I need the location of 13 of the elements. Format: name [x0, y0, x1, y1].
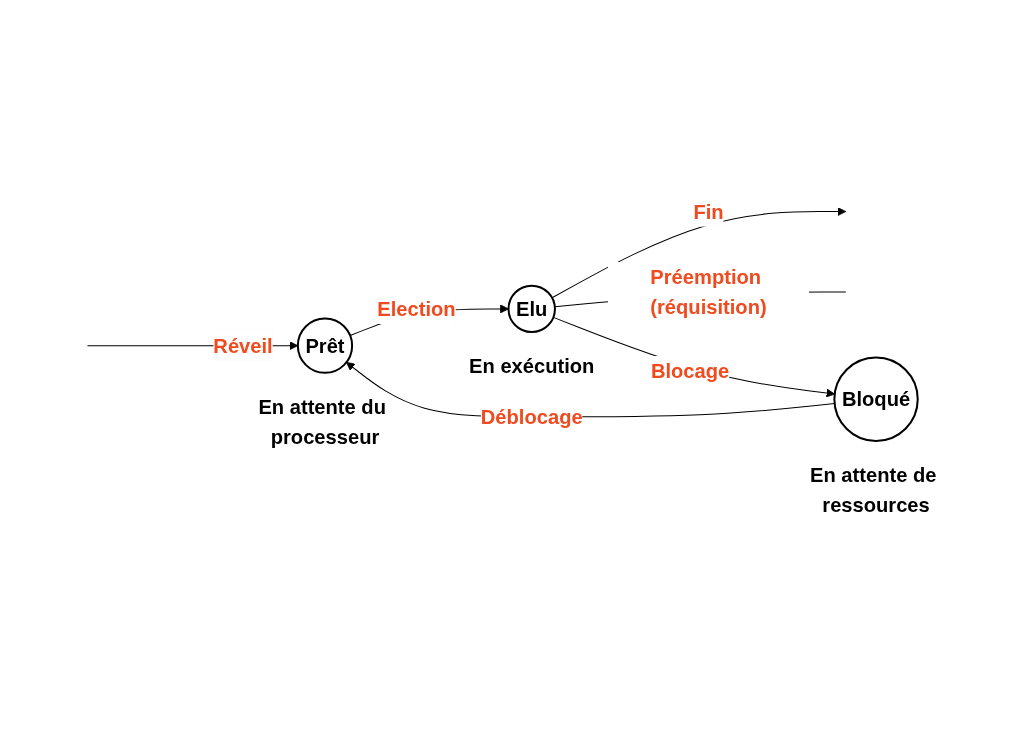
- node-label: En attente du processeur: [258, 395, 386, 448]
- edge-label: Réveil: [213, 334, 273, 357]
- node-label: En attente de ressources: [810, 463, 937, 516]
- edge-label: Election: [377, 297, 456, 320]
- node-circle: Elu: [507, 284, 556, 333]
- node-label: En exécution: [469, 354, 595, 377]
- node-circle: Bloqué: [833, 356, 919, 442]
- edge-label: Blocage: [650, 359, 730, 382]
- edge-label: Préemption (réquisition): [650, 265, 767, 318]
- node-circle: Prêt: [296, 317, 354, 374]
- arrow: [551, 206, 847, 298]
- edge-label: Déblocage: [480, 405, 583, 428]
- edge-label: Fin: [693, 199, 724, 223]
